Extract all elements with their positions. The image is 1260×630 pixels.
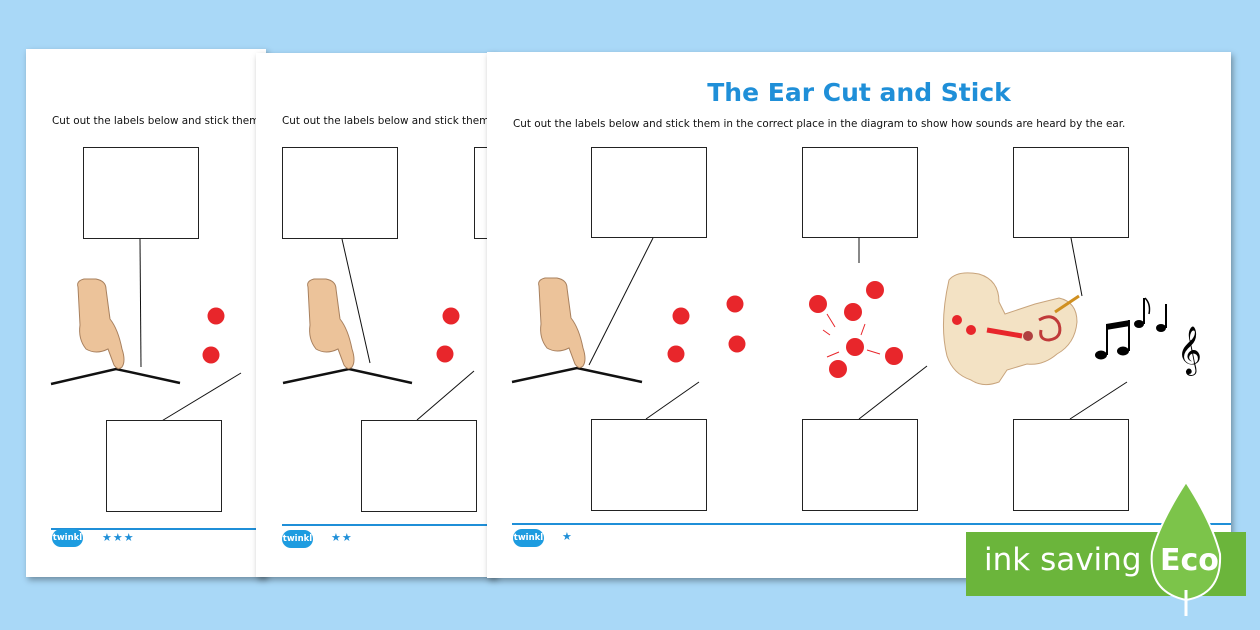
- instruction-text: Cut out the labels below and stick them: [52, 115, 260, 127]
- sound-particle: [667, 345, 685, 363]
- sound-particle: [844, 303, 862, 321]
- twinkl-logo: twinkl: [513, 529, 544, 547]
- svg-text:𝄞: 𝄞: [1177, 325, 1202, 376]
- ink-saving-label: ink saving: [984, 542, 1142, 578]
- drum-skin: [282, 367, 413, 385]
- sound-particle: [436, 345, 454, 363]
- difficulty-stars: ★★: [331, 531, 353, 544]
- diagram: [50, 238, 266, 530]
- sound-particle: [202, 346, 220, 364]
- label-box-1[interactable]: [591, 147, 707, 238]
- twinkl-logo: twinkl: [52, 529, 83, 547]
- hand-icon: [538, 277, 586, 369]
- instruction-text: Cut out the labels below and stick them: [282, 115, 490, 127]
- worksheet-two-star: Cut out the labels below and stick them …: [256, 53, 496, 577]
- music-notes-icon: 𝄞: [1095, 297, 1202, 376]
- worksheet-one-star: The Ear Cut and Stick Cut out the labels…: [487, 52, 1231, 578]
- ear-diagram: 𝄞: [511, 237, 1231, 525]
- sound-particle: [829, 360, 847, 378]
- sound-particle: [728, 335, 746, 353]
- worksheet-three-star: Cut out the labels below and stick them …: [26, 49, 266, 577]
- sound-particle: [846, 338, 864, 356]
- instruction-text: Cut out the labels below and stick them …: [513, 118, 1126, 130]
- diagram: [282, 238, 496, 526]
- drum-skin: [50, 367, 181, 386]
- eco-label: Eco: [1160, 543, 1219, 578]
- sound-particle: [809, 295, 827, 313]
- label-box-4[interactable]: [591, 419, 707, 511]
- label-box-1[interactable]: [83, 147, 199, 239]
- sound-particle: [672, 307, 690, 325]
- difficulty-stars: ★: [562, 530, 573, 543]
- label-box-6[interactable]: [1013, 419, 1129, 511]
- sound-particle: [207, 307, 225, 325]
- label-box-1[interactable]: [282, 147, 398, 239]
- label-box-3[interactable]: [1013, 147, 1129, 238]
- sound-particle: [866, 281, 884, 299]
- ear-icon: [942, 272, 1080, 386]
- label-box-4[interactable]: [106, 420, 222, 512]
- label-box-5[interactable]: [802, 419, 918, 511]
- label-box-4[interactable]: [361, 420, 477, 512]
- label-box-2[interactable]: [802, 147, 918, 238]
- sound-particle: [885, 347, 903, 365]
- sound-particle: [442, 307, 460, 325]
- hand-icon: [307, 278, 355, 370]
- drum-skin: [511, 366, 643, 384]
- twinkl-logo: twinkl: [282, 530, 313, 548]
- hand-icon: [77, 278, 125, 370]
- difficulty-stars: ★★★: [102, 531, 135, 544]
- sound-particle: [726, 295, 744, 313]
- page-title: The Ear Cut and Stick: [707, 78, 1011, 107]
